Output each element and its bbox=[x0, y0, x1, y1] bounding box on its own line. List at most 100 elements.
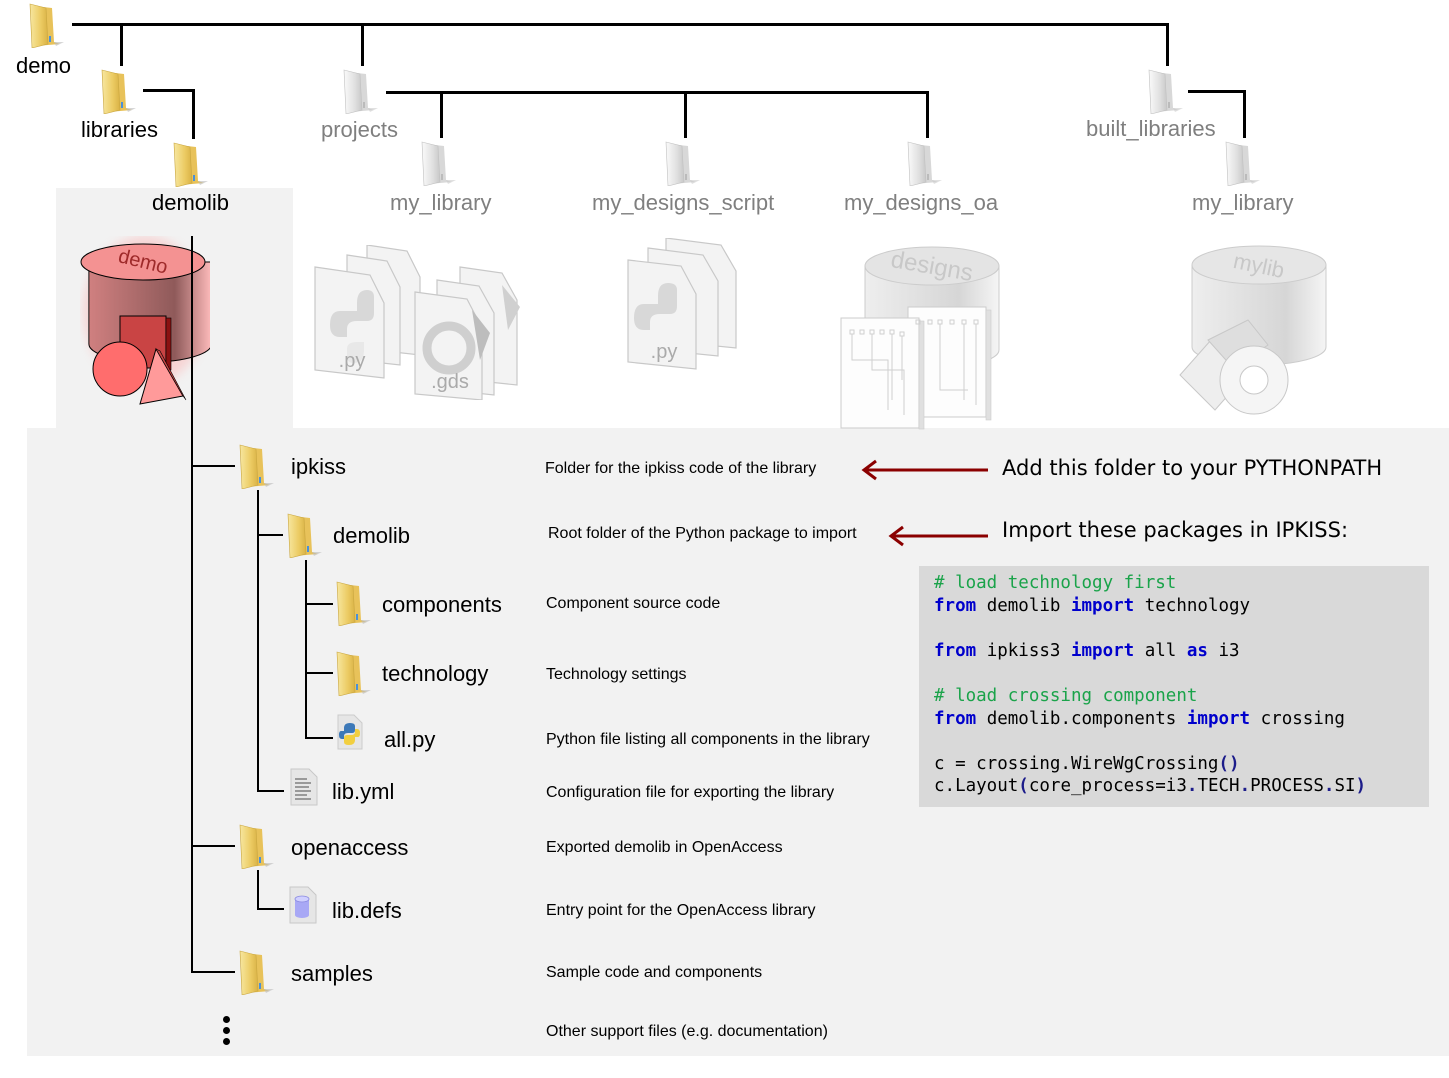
code-keyword: from bbox=[934, 640, 977, 661]
tree-connector bbox=[305, 737, 333, 739]
tree-connector bbox=[191, 971, 235, 973]
folder-icon[interactable] bbox=[333, 650, 373, 696]
import-annotation: Import these packages in IPKISS: bbox=[1002, 518, 1349, 542]
tree-connector bbox=[191, 845, 235, 847]
description-all-py: Python file listing all components in th… bbox=[546, 731, 870, 748]
tree-connector bbox=[684, 91, 687, 138]
description-samples: Sample code and components bbox=[546, 964, 763, 981]
code-text: core_process=i3 bbox=[1028, 776, 1187, 797]
code-snippet: # load technology first from demolib imp… bbox=[919, 566, 1429, 807]
folder-label-my-designs-oa[interactable]: my_designs_oa bbox=[844, 190, 999, 215]
tree-connector bbox=[257, 870, 259, 910]
pythonpath-annotation: Add this folder to your PYTHONPATH bbox=[1002, 456, 1383, 480]
description-openaccess: Exported demolib in OpenAccess bbox=[546, 839, 783, 856]
folder-icon-dim[interactable] bbox=[1222, 140, 1262, 186]
tree-item-ipkiss[interactable]: ipkiss bbox=[291, 454, 347, 479]
tree-connector bbox=[257, 790, 284, 792]
code-keyword: from bbox=[934, 595, 977, 616]
folder-label-demolib[interactable]: demolib bbox=[152, 190, 230, 215]
code-text: TECH bbox=[1197, 776, 1240, 797]
tree-connector bbox=[257, 534, 283, 536]
code-punctuation: . bbox=[1186, 776, 1198, 797]
tree-item-components[interactable]: components bbox=[382, 592, 502, 617]
tree-connector bbox=[305, 560, 307, 739]
code-text: i3 bbox=[1207, 640, 1240, 661]
tree-connector bbox=[143, 89, 194, 92]
folder-icon[interactable] bbox=[236, 823, 276, 869]
code-text: SI bbox=[1334, 776, 1356, 797]
description-lib-yml: Configuration file for exporting the lib… bbox=[546, 784, 835, 801]
folder-icon[interactable] bbox=[236, 443, 276, 489]
tree-connector bbox=[72, 23, 1168, 26]
code-text: crossing bbox=[1250, 708, 1345, 729]
tree-item-demolib[interactable]: demolib bbox=[333, 523, 411, 548]
folder-icon[interactable] bbox=[333, 580, 373, 626]
python-file-icon[interactable] bbox=[336, 713, 366, 751]
tree-connector bbox=[386, 91, 929, 94]
folder-label-my-library[interactable]: my_library bbox=[390, 190, 492, 215]
folder-label-built-my-library[interactable]: my_library bbox=[1192, 190, 1294, 215]
tree-connector bbox=[120, 23, 123, 66]
py-file-label: .py bbox=[651, 341, 678, 363]
description-technology: Technology settings bbox=[546, 666, 687, 683]
code-keyword: as bbox=[1186, 640, 1208, 661]
folder-icon-dim[interactable] bbox=[340, 68, 380, 114]
code-text: PROCESS bbox=[1250, 776, 1324, 797]
folder-label-demo[interactable]: demo bbox=[16, 53, 72, 78]
folder-icon-dim[interactable] bbox=[1145, 68, 1185, 114]
description-ipkiss: Folder for the ipkiss code of the librar… bbox=[545, 460, 817, 477]
folder-label-libraries[interactable]: libraries bbox=[81, 117, 159, 142]
tree-item-lib-defs[interactable]: lib.defs bbox=[332, 898, 402, 923]
tree-item-technology[interactable]: technology bbox=[382, 661, 489, 686]
database-file-icon[interactable] bbox=[288, 885, 320, 925]
code-punctuation: . bbox=[1239, 776, 1251, 797]
folder-icon[interactable] bbox=[98, 68, 138, 114]
folder-label-projects[interactable]: projects bbox=[321, 117, 399, 142]
folder-label-built-libraries[interactable]: built_libraries bbox=[1086, 116, 1216, 141]
code-text: all bbox=[1134, 640, 1187, 661]
python-and-gds-files-illustration: .py .gds bbox=[314, 245, 520, 400]
tree-item-all-py[interactable]: all.py bbox=[384, 727, 436, 752]
description-other: Other support files (e.g. documentation) bbox=[546, 1023, 828, 1040]
python-files-illustration: .py bbox=[627, 238, 737, 370]
tree-connector bbox=[1188, 90, 1245, 93]
designs-database-illustration: designs bbox=[840, 246, 1000, 430]
arrow-left-icon bbox=[888, 525, 988, 547]
code-text: c = crossing.WireWgCrossing bbox=[934, 753, 1219, 774]
tree-connector bbox=[926, 91, 929, 138]
code-comment: # load technology first bbox=[934, 573, 1177, 593]
code-text: demolib.components bbox=[976, 708, 1187, 729]
folder-label-my-designs-script[interactable]: my_designs_script bbox=[592, 190, 775, 215]
tree-connector bbox=[440, 91, 443, 138]
text-file-icon[interactable] bbox=[289, 767, 321, 807]
tree-connector bbox=[257, 908, 284, 910]
folder-icon[interactable] bbox=[284, 512, 324, 558]
description-demolib: Root folder of the Python package to imp… bbox=[548, 525, 857, 542]
tree-connector bbox=[191, 236, 193, 972]
code-punctuation: . bbox=[1323, 776, 1335, 797]
tree-item-lib-yml[interactable]: lib.yml bbox=[332, 779, 395, 804]
mylib-database-illustration: mylib bbox=[1179, 245, 1327, 415]
tree-item-openaccess[interactable]: openaccess bbox=[291, 835, 409, 860]
py-file-label: .py bbox=[339, 350, 366, 372]
tree-connector bbox=[191, 465, 235, 467]
tree-connector bbox=[257, 490, 259, 792]
code-keyword: import bbox=[1070, 640, 1135, 661]
folder-icon-dim[interactable] bbox=[662, 140, 702, 186]
folder-icon[interactable] bbox=[26, 2, 66, 48]
folder-icon-dim[interactable] bbox=[418, 140, 458, 186]
code-punctuation: ( bbox=[1018, 776, 1029, 797]
folder-icon-dim[interactable] bbox=[904, 140, 944, 186]
code-text: demolib bbox=[976, 595, 1071, 616]
tree-item-samples[interactable]: samples bbox=[291, 961, 373, 986]
code-text: ipkiss3 bbox=[976, 640, 1071, 661]
tree-connector bbox=[305, 603, 333, 605]
description-lib-defs: Entry point for the OpenAccess library bbox=[546, 902, 816, 919]
code-punctuation: ) bbox=[1355, 776, 1367, 797]
code-keyword: from bbox=[934, 708, 977, 729]
tree-connector bbox=[1166, 23, 1169, 66]
folder-icon[interactable] bbox=[236, 949, 276, 995]
code-text: c.Layout bbox=[934, 776, 1019, 797]
code-keyword: import bbox=[1186, 708, 1251, 729]
folder-icon[interactable] bbox=[170, 141, 210, 187]
